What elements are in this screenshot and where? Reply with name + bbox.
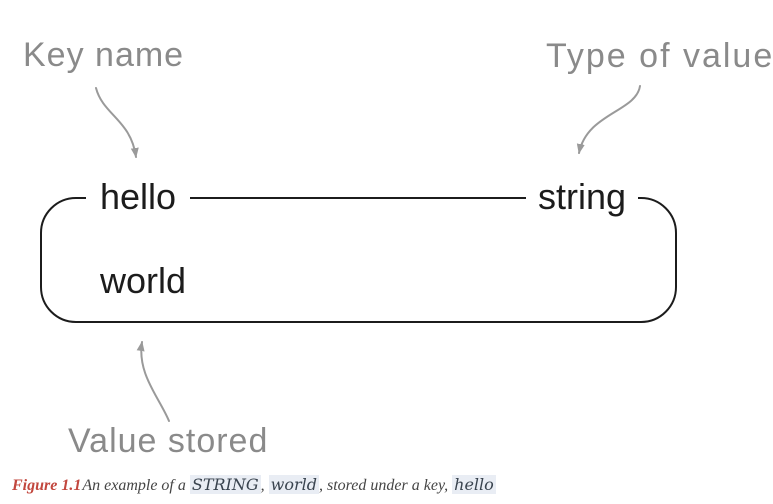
- caption-text-mid: , stored under a key,: [319, 477, 453, 494]
- value-stored-label: Value stored: [68, 422, 269, 460]
- caption-separator: ,: [260, 477, 269, 494]
- key-name-text: hello: [86, 177, 191, 217]
- figure-caption: Figure 1.1An example of a STRING, world,…: [12, 475, 496, 495]
- type-of-value-label: Type of value: [546, 37, 773, 75]
- key-value-box: [40, 197, 677, 323]
- type-of-value-arrow: [576, 85, 641, 154]
- caption-code-string: STRING: [189, 475, 261, 494]
- caption-code-world: world: [268, 475, 319, 494]
- key-name-label: Key name: [23, 36, 185, 74]
- stored-value-text: world: [100, 260, 187, 301]
- value-stored-arrow: [136, 341, 170, 422]
- caption-code-hello: hello: [452, 475, 496, 494]
- key-name-arrow: [95, 87, 139, 158]
- caption-text-before: An example of a: [82, 477, 190, 494]
- value-type-text: string: [526, 177, 639, 217]
- figure-number-label: Figure 1.1: [12, 477, 82, 494]
